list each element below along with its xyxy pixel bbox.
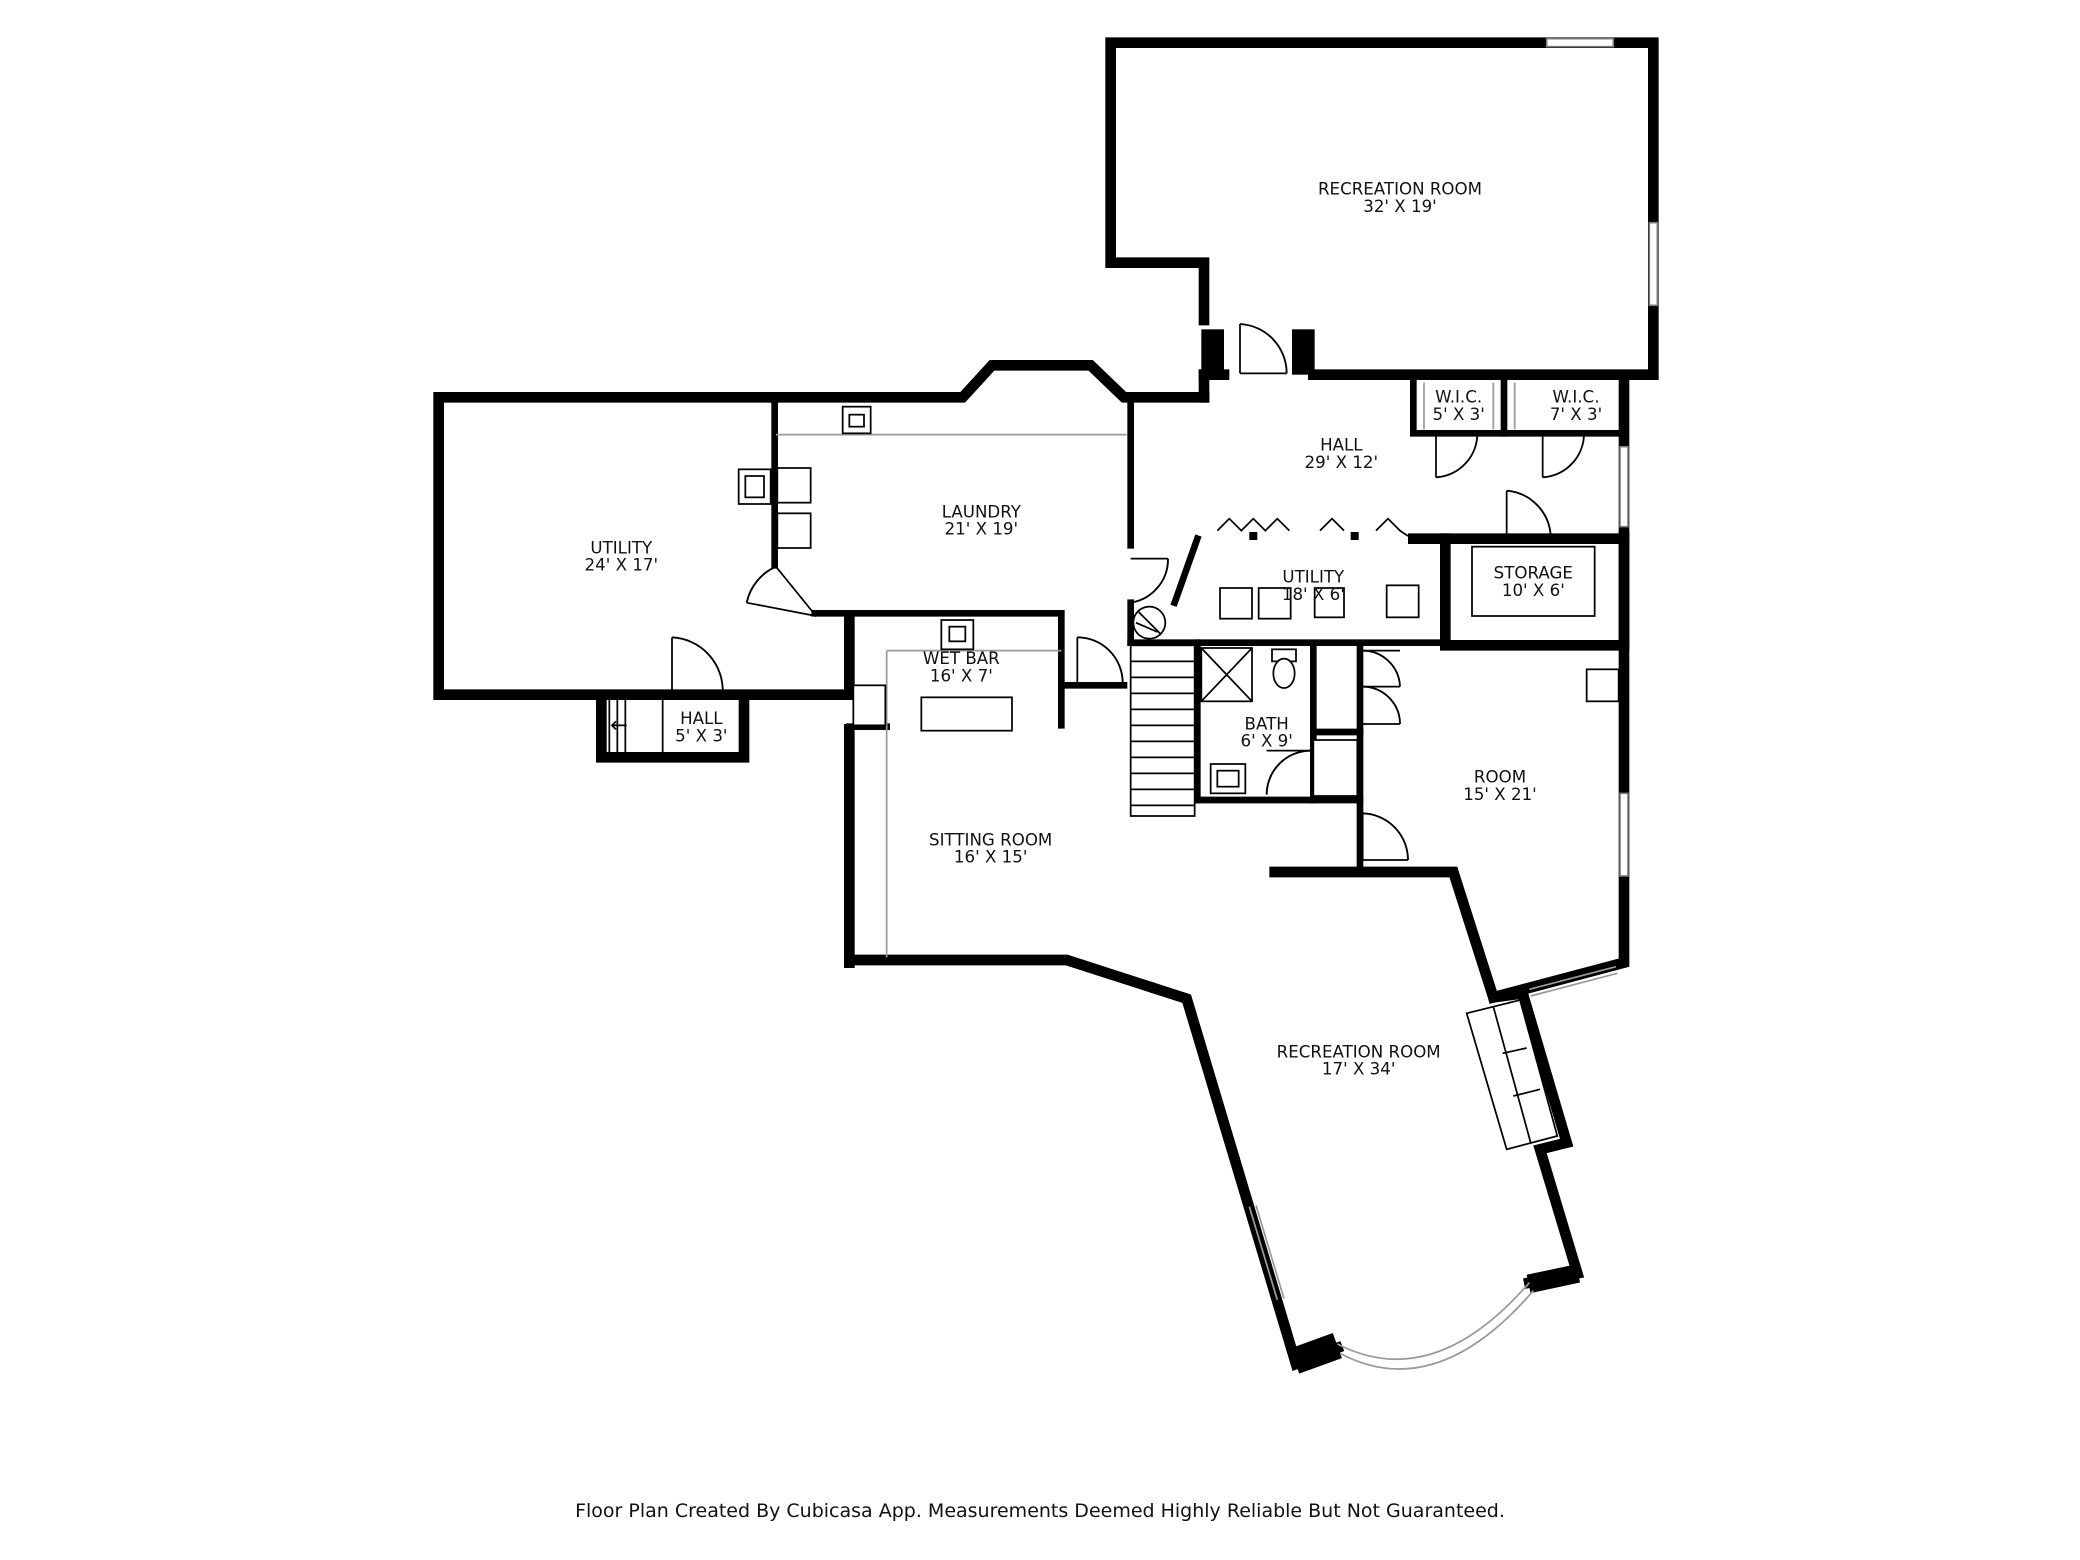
recreation-room-bottom-dims: 17' X 34' (1322, 1060, 1396, 1079)
hall-main-dims: 29' X 12' (1305, 453, 1379, 472)
room-labels: RECREATION ROOM 32' X 19' UTILITY 24' X … (585, 180, 1603, 1079)
hall-main-name: HALL (1320, 436, 1363, 455)
footer-disclaimer: Floor Plan Created By Cubicasa App. Meas… (575, 1500, 1505, 1522)
recreation-room-top-name: RECREATION ROOM (1318, 180, 1482, 199)
bath-dims: 6' X 9' (1240, 732, 1292, 751)
wic-1-name: W.I.C. (1435, 388, 1482, 407)
utility-mid-dims: 18' X 6' (1282, 585, 1345, 604)
wic-2-dims: 7' X 3' (1550, 405, 1602, 424)
sitting-room-name: SITTING ROOM (929, 830, 1052, 849)
wet-bar-name: WET BAR (923, 649, 1000, 668)
laundry-dims: 21' X 19' (945, 520, 1019, 539)
storage-dims: 10' X 6' (1502, 581, 1565, 600)
walls (433, 37, 1659, 1374)
recreation-room-top-dims: 32' X 19' (1363, 197, 1437, 216)
recreation-room-bottom-name: RECREATION ROOM (1277, 1042, 1441, 1061)
windows (1248, 37, 1659, 1370)
utility-left-name: UTILITY (590, 538, 653, 557)
fixtures (608, 382, 1620, 1151)
utility-mid-name: UTILITY (1282, 568, 1345, 587)
room-dims: 15' X 21' (1463, 785, 1537, 804)
utility-left-dims: 24' X 17' (585, 556, 659, 575)
doors (671, 323, 1585, 861)
sitting-room-dims: 16' X 15' (954, 848, 1028, 867)
laundry-name: LAUNDRY (942, 502, 1022, 521)
wet-bar-dims: 16' X 7' (930, 666, 993, 685)
bath-name: BATH (1245, 714, 1289, 733)
hall-small-dims: 5' X 3' (675, 726, 727, 745)
wic-2-name: W.I.C. (1553, 388, 1600, 407)
wic-1-dims: 5' X 3' (1432, 405, 1484, 424)
room-name: ROOM (1474, 768, 1526, 787)
storage-name: STORAGE (1494, 564, 1573, 583)
hall-small-name: HALL (680, 709, 723, 728)
